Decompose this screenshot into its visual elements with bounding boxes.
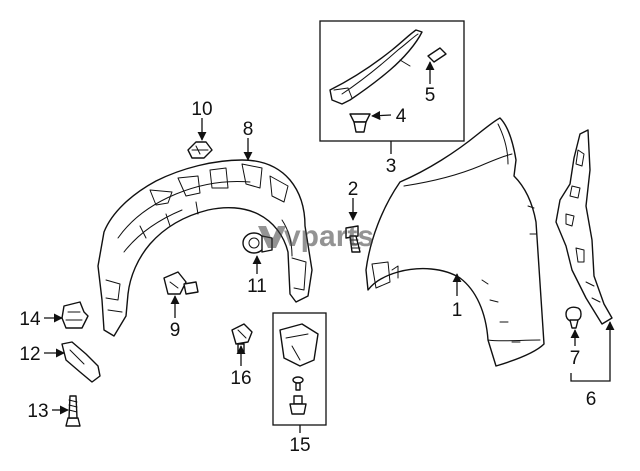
screw-part-15a (292, 376, 304, 391)
group-box-3 (319, 20, 465, 142)
watermark-mark-icon (258, 226, 286, 248)
callout-3: 3 (386, 156, 397, 177)
callout-6: 6 (586, 389, 597, 410)
callout-13: 13 (27, 401, 48, 422)
fender-pad-part (427, 47, 447, 63)
callout-4: 4 (396, 106, 407, 127)
callout-5: 5 (425, 85, 436, 106)
callout-9: 9 (170, 320, 181, 341)
callout-10: 10 (191, 99, 212, 120)
callout-11: 11 (247, 276, 267, 297)
clip-part-9 (163, 271, 199, 295)
fender-liner-part (97, 159, 313, 337)
clip-part-4 (349, 113, 371, 133)
shield-part-12 (61, 341, 101, 383)
callout-16: 16 (230, 368, 251, 389)
callout-1: 1 (452, 300, 463, 321)
clip-part-7 (565, 306, 582, 329)
bracket-part-14 (61, 301, 89, 329)
fender-support-part (555, 129, 613, 325)
watermark-logo: vparts (258, 220, 374, 253)
clip-part-16 (231, 323, 253, 353)
front-fender-part (365, 117, 545, 367)
callout-14: 14 (19, 309, 41, 330)
bracket-part-15 (279, 323, 319, 367)
leader-4 (371, 111, 392, 121)
screw-part-15b (289, 395, 307, 415)
watermark-text: vparts (284, 220, 374, 253)
callout-8: 8 (243, 119, 254, 140)
bolt-part-2 (345, 225, 361, 253)
callout-12: 12 (19, 344, 40, 365)
bolt-part-13 (65, 395, 81, 427)
leader-6 (570, 321, 615, 382)
fender-seal-part (329, 29, 423, 105)
callout-15: 15 (289, 435, 310, 456)
callout-2: 2 (348, 179, 359, 200)
callout-7: 7 (570, 348, 581, 369)
clip-part-10 (187, 141, 213, 159)
